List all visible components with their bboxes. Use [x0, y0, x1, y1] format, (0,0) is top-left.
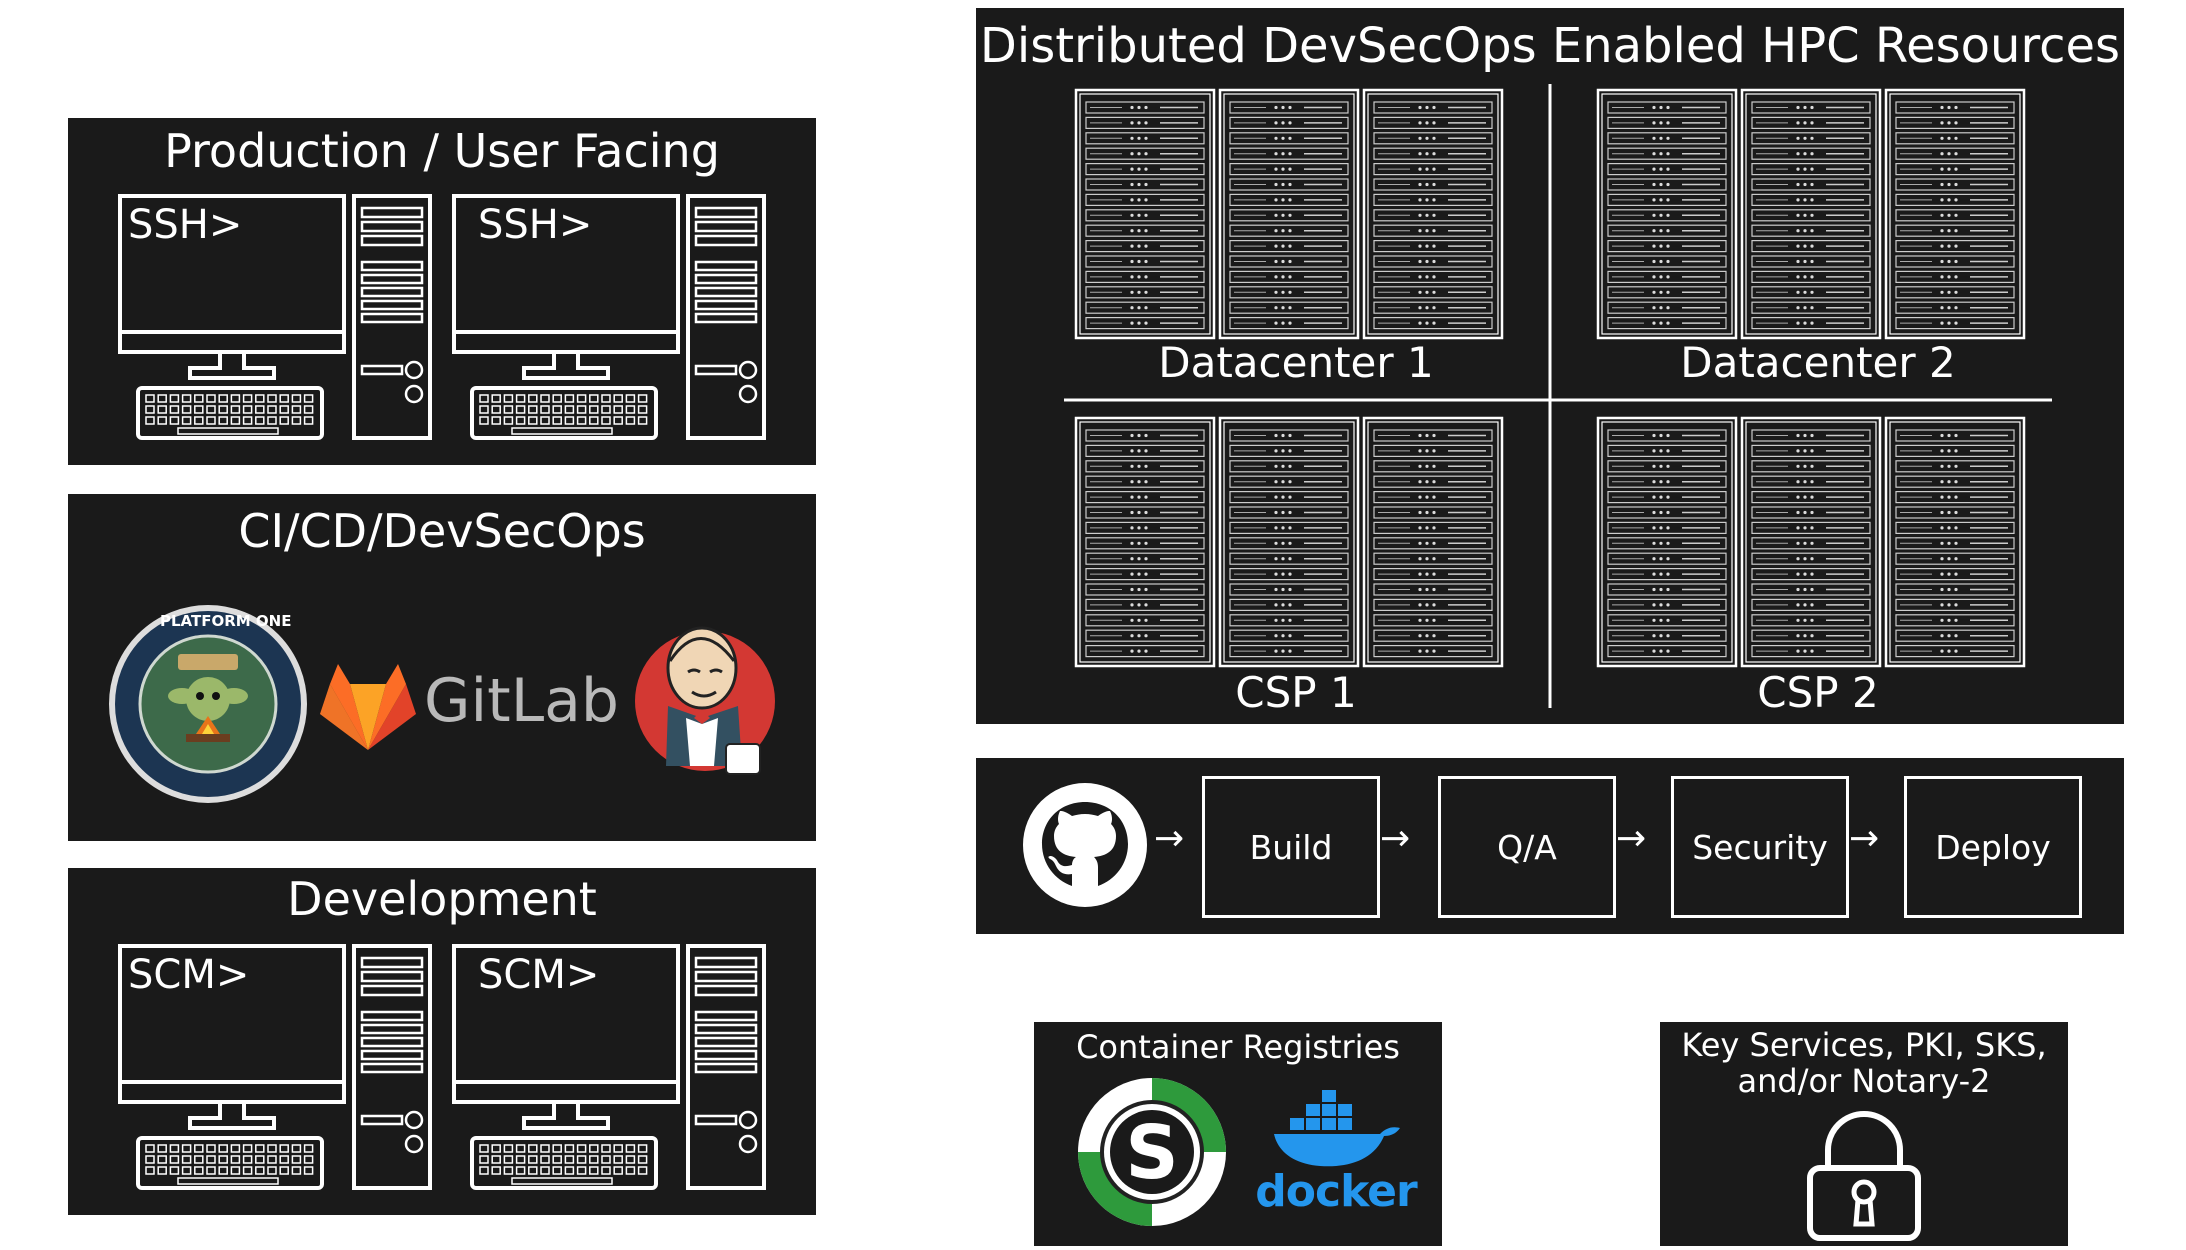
pipeline-panel: → Build → Q/A → Security → Deploy [976, 758, 2124, 934]
keyboard [136, 1136, 324, 1190]
server-rack [1362, 88, 1504, 340]
monitor-stand [188, 1102, 276, 1130]
stage-security: Security [1671, 776, 1849, 918]
monitor [118, 194, 346, 354]
monitor [118, 944, 346, 1104]
cicd-title: CI/CD/DevSecOps [238, 504, 646, 558]
monitor-stand [522, 1102, 610, 1130]
docker-label: docker [1255, 1166, 1417, 1217]
terminal-prompt: SCM> [478, 952, 600, 998]
development-title: Development [287, 872, 597, 926]
stage-deploy: Deploy [1904, 776, 2082, 918]
stage-qa: Q/A [1438, 776, 1616, 918]
hpc-panel: Distributed DevSecOps Enabled HPC Resour… [976, 8, 2124, 724]
container-registries-panel: Container Registries S docker [1034, 1022, 1442, 1246]
platform-one-badge-text: PLATFORM ONE [160, 612, 292, 630]
sonatype-nexus-logo: S [1078, 1078, 1226, 1226]
key-services-title-line2: and/or Notary-2 [1737, 1062, 1991, 1100]
pipeline-arrow: → [1616, 818, 1647, 859]
server-rack [1362, 416, 1504, 668]
keyboard [136, 386, 324, 440]
workstation [118, 944, 432, 1190]
server-rack [1218, 416, 1360, 668]
production-title: Production / User Facing [164, 124, 720, 178]
pipeline-arrow: → [1154, 818, 1185, 859]
production-panel: Production / User Facing SSH> SSH> [68, 118, 816, 465]
computer-tower [686, 944, 766, 1190]
jenkins-logo [635, 626, 775, 775]
monitor [452, 944, 680, 1104]
workstation [118, 194, 432, 440]
gitlab-label: GitLab [424, 666, 619, 736]
server-rack [1884, 88, 2026, 340]
hpc-title: Distributed DevSecOps Enabled HPC Resour… [979, 18, 2121, 74]
docker-whale-icon [1274, 1090, 1400, 1167]
computer-tower [352, 194, 432, 440]
server-rack [1596, 88, 1738, 340]
terminal-prompt: SSH> [128, 202, 243, 248]
server-rack [1740, 416, 1882, 668]
workstation [452, 194, 766, 440]
workstations-illustration [118, 944, 766, 1190]
server-racks-illustration [1064, 84, 2052, 708]
site-label-csp-1: CSP 1 [1235, 668, 1357, 717]
site-label-datacenter-1: Datacenter 1 [1158, 338, 1434, 387]
site-label-csp-2: CSP 2 [1757, 668, 1879, 717]
platform-one-logo [109, 605, 307, 803]
server-rack [1218, 88, 1360, 340]
monitor-stand [522, 352, 610, 380]
server-rack [1074, 416, 1216, 668]
lock-icon [1807, 1111, 1921, 1241]
computer-tower [352, 944, 432, 1190]
computer-tower [686, 194, 766, 440]
monitor-stand [188, 352, 276, 380]
key-services-panel: Key Services, PKI, SKS, and/or Notary-2 [1660, 1022, 2068, 1246]
pipeline-arrow: → [1380, 818, 1411, 859]
svg-text:S: S [1125, 1110, 1178, 1196]
terminal-prompt: SCM> [128, 952, 250, 998]
keyboard [470, 386, 658, 440]
development-panel: Development SCM> SCM> [68, 868, 816, 1215]
registries-title: Container Registries [1076, 1028, 1400, 1066]
terminal-prompt: SSH> [478, 202, 593, 248]
workstation [452, 944, 766, 1190]
cicd-panel: CI/CD/DevSecOps PLATFORM ONE GitLab [68, 494, 816, 841]
key-services-title-line1: Key Services, PKI, SKS, [1681, 1026, 2047, 1064]
server-rack [1884, 416, 2026, 668]
server-rack [1074, 88, 1216, 340]
server-rack [1740, 88, 1882, 340]
site-label-datacenter-2: Datacenter 2 [1680, 338, 1956, 387]
monitor [452, 194, 680, 354]
pipeline-arrow: → [1849, 818, 1880, 859]
workstations-illustration [118, 194, 766, 440]
keyboard [470, 1136, 658, 1190]
github-icon [1023, 783, 1147, 907]
gitlab-logo [320, 664, 416, 750]
stage-build: Build [1202, 776, 1380, 918]
server-rack [1596, 416, 1738, 668]
